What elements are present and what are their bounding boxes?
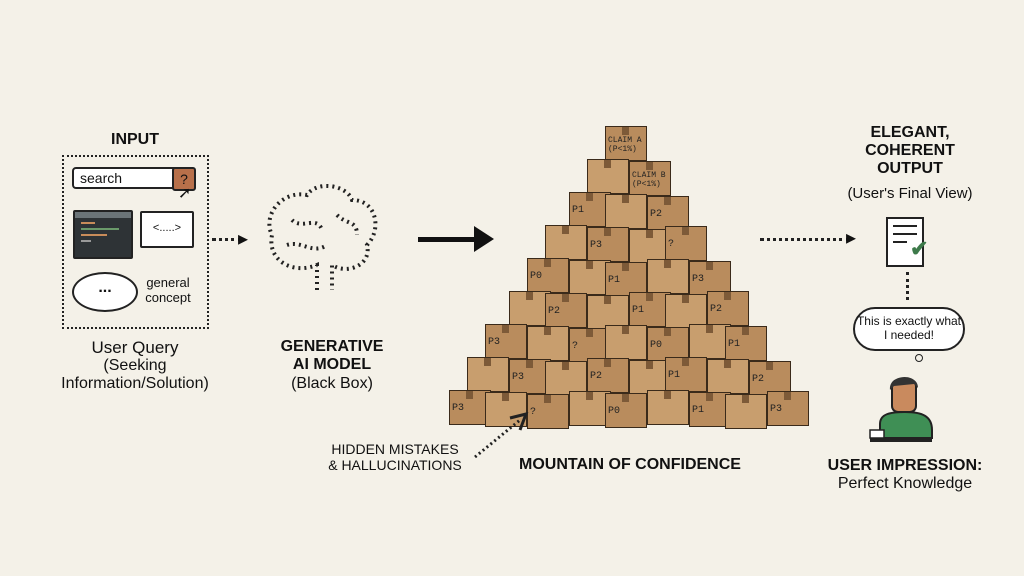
cardboard-box: ?	[665, 226, 707, 261]
cardboard-box: P3	[587, 227, 629, 262]
cardboard-box: P3	[449, 390, 491, 425]
cardboard-box: P1	[689, 392, 731, 427]
dotted-connector	[906, 272, 909, 300]
cardboard-box	[545, 361, 587, 396]
chat-bubble-icon: <.....>	[140, 211, 194, 248]
cursor-icon: ➚	[178, 185, 192, 202]
cardboard-box: P2	[707, 291, 749, 326]
input-title: INPUT	[111, 131, 159, 148]
thought-bubble: This is exactly what I needed!	[853, 307, 965, 351]
cardboard-box	[605, 325, 647, 360]
cardboard-box	[587, 295, 629, 330]
dotted-arrow	[212, 238, 242, 241]
impression-title: USER IMPRESSION:	[827, 457, 983, 474]
cardboard-box	[467, 357, 509, 392]
cardboard-box	[725, 394, 767, 429]
model-sub: (Black Box)	[291, 375, 373, 392]
thought-dot	[915, 354, 923, 362]
document-icon	[886, 217, 924, 267]
output-title: ELEGANT, COHERENT OUTPUT	[865, 124, 955, 177]
cardboard-box	[647, 390, 689, 425]
cardboard-box: P2	[587, 358, 629, 393]
claim-a-box: CLAIM A (P<1%)	[605, 126, 647, 161]
user-query-label: User Query	[91, 338, 179, 357]
cardboard-box	[569, 260, 611, 295]
cardboard-box	[707, 359, 749, 394]
code-window-icon	[73, 210, 133, 259]
cardboard-box: P3	[509, 359, 551, 394]
cardboard-box: P0	[647, 327, 689, 362]
cardboard-box	[587, 159, 629, 194]
user-query-sub: (Seeking Information/Solution)	[61, 357, 209, 392]
question-icon: ?	[172, 167, 196, 191]
model-title: GENERATIVE AI MODEL	[280, 338, 384, 373]
hidden-mistakes-label: HIDDEN MISTAKES & HALLUCINATIONS	[328, 441, 462, 473]
impression-sub: Perfect Knowledge	[837, 475, 973, 492]
cardboard-box	[689, 324, 731, 359]
cardboard-box	[647, 259, 689, 294]
thought-cloud-icon: ...	[72, 272, 138, 312]
brain-icon	[267, 183, 378, 290]
cardboard-box: P0	[527, 258, 569, 293]
cardboard-box	[485, 392, 527, 427]
arrow-head-icon	[474, 226, 494, 252]
cardboard-box: P3	[767, 391, 809, 426]
solid-arrow	[418, 237, 478, 242]
cardboard-box	[527, 326, 569, 361]
cardboard-box: P1	[569, 192, 611, 227]
check-icon: ✔	[910, 236, 929, 261]
dotted-arrow	[760, 238, 850, 241]
cardboard-box: ?	[527, 394, 569, 429]
cardboard-box	[665, 294, 707, 329]
claim-b-box: CLAIM B (P<1%)	[629, 161, 671, 196]
arrow-head-icon: ▸	[846, 227, 857, 249]
cardboard-box: P1	[605, 262, 647, 297]
general-concept-label: general concept	[145, 275, 191, 305]
cardboard-box: P1	[629, 292, 671, 327]
dotted-pointer-arrow	[474, 412, 529, 459]
cardboard-box	[545, 225, 587, 260]
cardboard-box: P0	[605, 393, 647, 428]
cardboard-box: P1	[665, 357, 707, 392]
cardboard-box	[569, 391, 611, 426]
cardboard-box: P1	[725, 326, 767, 361]
cardboard-box: P3	[485, 324, 527, 359]
cardboard-box	[605, 194, 647, 229]
mountain-title: MOUNTAIN OF CONFIDENCE	[519, 456, 741, 473]
output-sub: (User's Final View)	[847, 185, 973, 202]
cardboard-box: P2	[545, 293, 587, 328]
search-box: search	[72, 167, 184, 189]
arrow-head-icon: ▸	[238, 228, 249, 250]
input-frame	[62, 155, 209, 329]
user-avatar-icon	[869, 376, 933, 442]
